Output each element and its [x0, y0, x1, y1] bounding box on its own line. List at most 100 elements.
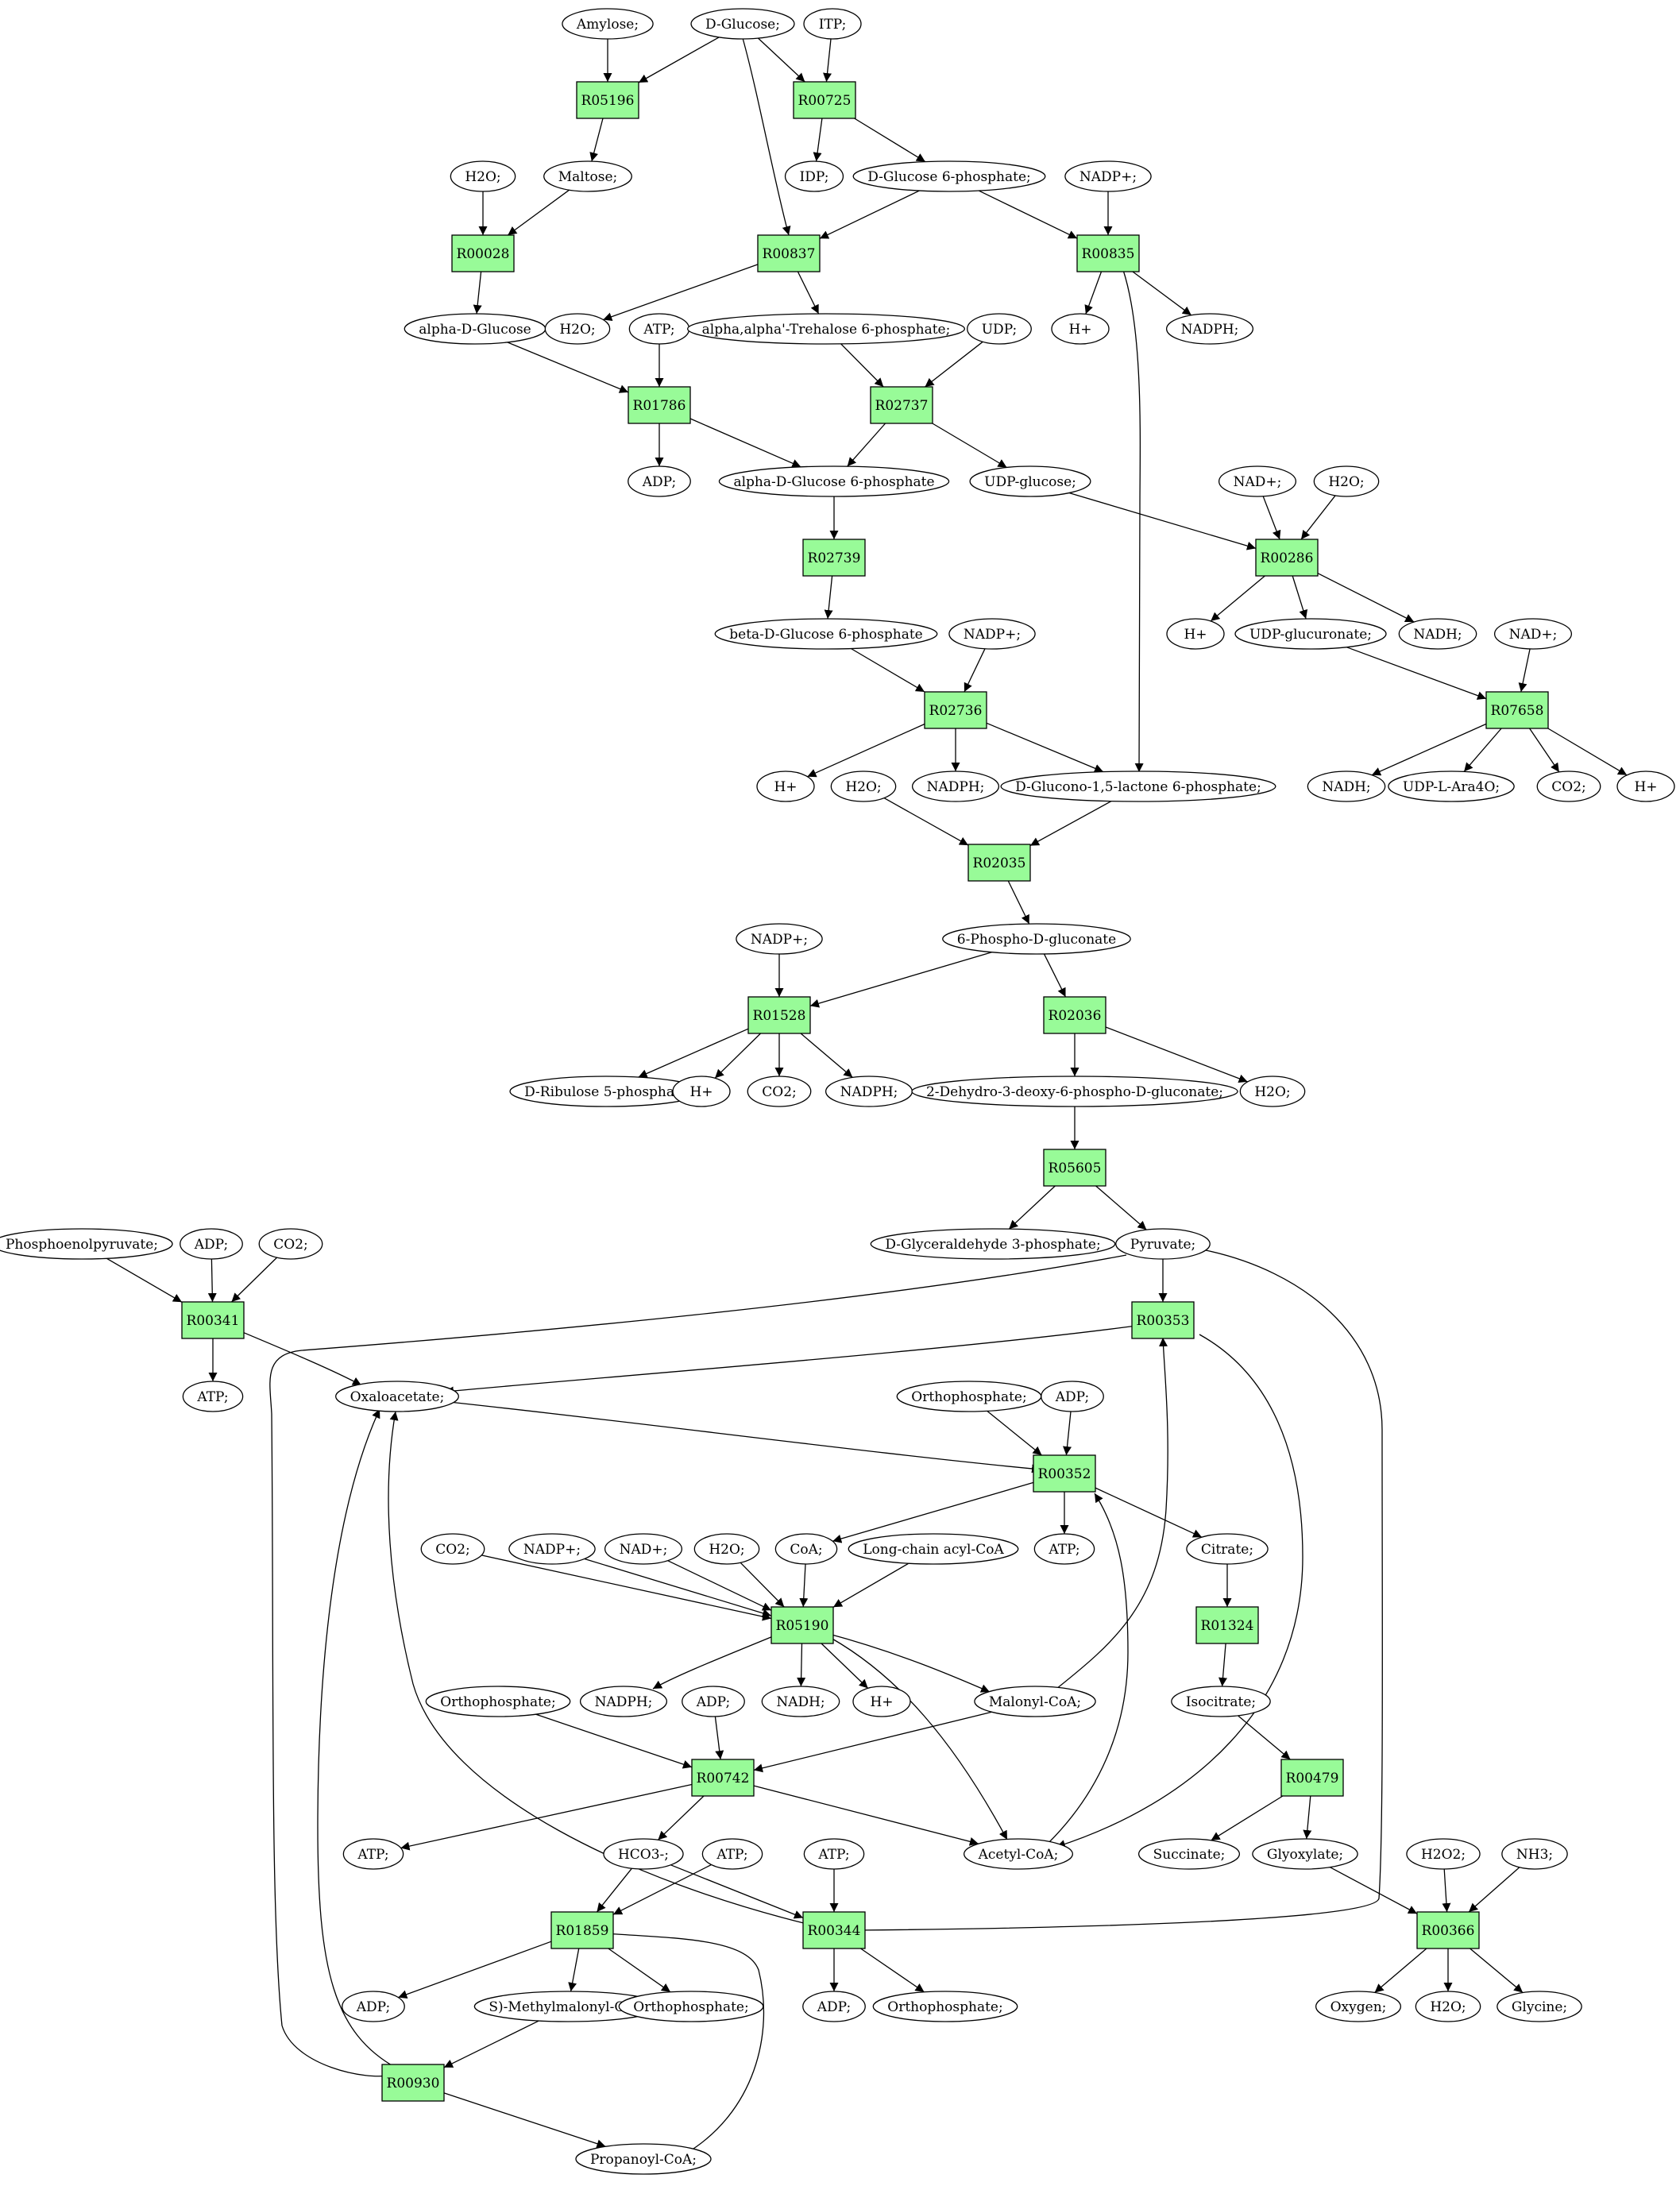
metabolite-ellipse	[1000, 771, 1276, 802]
node-label: H2O;	[845, 779, 881, 795]
node-label: H+	[1184, 627, 1207, 643]
metabolite-ellipse	[967, 313, 1032, 345]
metabolite-node-adp_5: ADP;	[342, 1991, 405, 2022]
edge-dglucose-to-r05196	[638, 37, 720, 83]
edge-r05605-to-pyr	[1095, 1185, 1147, 1230]
metabolite-node-nadh_2: NADH;	[1307, 771, 1386, 802]
metabolite-ellipse	[1497, 1991, 1582, 2022]
metabolite-node-udpglc: UDP-glucose;	[969, 465, 1091, 497]
edge-h2o_6-to-r05190	[740, 1562, 785, 1608]
metabolite-ellipse	[693, 1533, 760, 1565]
node-label: Isocitrate;	[1186, 1694, 1256, 1710]
metabolite-ellipse	[1415, 1991, 1481, 2022]
metabolite-ellipse	[1186, 1533, 1269, 1565]
metabolite-node-h2o_5: H2O;	[1239, 1076, 1306, 1107]
node-label: Glyoxylate;	[1267, 1847, 1343, 1863]
metabolite-ellipse	[618, 1991, 764, 2022]
edge-r01786-to-ag6p	[689, 418, 801, 468]
edge-h2o2-to-r00366	[1442, 1868, 1451, 1913]
node-label: UDP-glucuronate;	[1249, 627, 1372, 643]
node-label: R00353	[1137, 1313, 1190, 1329]
edge-aglc-to-r01786	[507, 342, 629, 393]
metabolite-ellipse	[830, 771, 897, 802]
edge-itp-to-r00725	[823, 38, 832, 83]
metabolite-node-pi_4: Orthophosphate;	[872, 1991, 1018, 2022]
metabolite-ellipse	[848, 1533, 1019, 1565]
edge-r02737-to-ag6p	[847, 423, 886, 467]
edge-accoa-to-r00352	[1048, 1493, 1129, 1844]
node-label: ATP;	[643, 322, 674, 338]
metabolite-ellipse	[575, 2143, 712, 2175]
node-label: R05605	[1049, 1161, 1102, 1176]
metabolite-ellipse	[1041, 1381, 1104, 1412]
node-label: R00366	[1422, 1923, 1475, 1939]
reaction-node-r00344: R00344	[802, 1911, 866, 1949]
metabolite-node-h2o_6: H2O;	[693, 1533, 760, 1565]
reaction-box	[1076, 234, 1140, 272]
reaction-box	[451, 234, 515, 272]
node-label: R01528	[753, 1008, 806, 1024]
metabolite-node-o2: Oxygen;	[1315, 1991, 1402, 2022]
edge-adp_4-to-r00742	[714, 1716, 724, 1760]
edge-r00341-to-oaa	[236, 1329, 362, 1386]
node-label: NADPH;	[927, 779, 985, 795]
edge-glcl6p-to-r02035	[1029, 801, 1112, 847]
node-label: Orthophosphate;	[887, 1999, 1002, 2015]
metabolite-node-nadph_2: NADPH;	[911, 771, 1000, 802]
reaction-node-r00725: R00725	[793, 81, 856, 119]
node-label: NADP+;	[751, 932, 808, 948]
edge-r01528-to-nadph_3	[800, 1033, 853, 1078]
metabolite-ellipse	[562, 8, 654, 40]
node-label: Maltose;	[558, 169, 618, 185]
metabolite-node-gly: Glycine;	[1497, 1991, 1582, 2022]
edge-r05190-to-h_6	[821, 1643, 869, 1689]
reaction-box	[691, 1759, 755, 1797]
node-label: R02736	[929, 703, 983, 719]
edge-r05190-to-malcoa	[825, 1632, 991, 1693]
reaction-node-r02737: R02737	[870, 386, 933, 424]
edge-nadp_4-to-r05190	[584, 1558, 772, 1618]
node-label: Acetyl-CoA;	[978, 1847, 1059, 1863]
edge-r02036-to-h2o_5	[1105, 1026, 1248, 1083]
metabolite-ellipse	[718, 465, 950, 497]
metabolite-node-co2_3: CO2;	[258, 1228, 323, 1260]
reaction-node-r00835: R00835	[1076, 234, 1140, 272]
metabolite-ellipse	[1033, 1533, 1095, 1565]
reaction-node-r07658: R07658	[1485, 691, 1549, 729]
node-label: Phosphoenolpyruvate;	[6, 1237, 158, 1253]
edge-r00835-to-h_1	[1084, 271, 1103, 315]
metabolite-node-h_6: H+	[852, 1686, 911, 1717]
node-label: H2O;	[465, 169, 500, 185]
node-label: H+	[1068, 322, 1091, 338]
reaction-node-r00028: R00028	[451, 234, 515, 272]
edge-r00352-to-cit	[1095, 1487, 1203, 1538]
metabolite-node-nadp_3: NADP+;	[736, 923, 823, 955]
reaction-box	[1033, 1454, 1096, 1493]
metabolite-node-cit: Citrate;	[1186, 1533, 1269, 1565]
metabolite-node-nad_3: NAD+;	[604, 1533, 683, 1565]
edge-oaa-to-r00352	[441, 1400, 1041, 1473]
edge-r00286-to-nadh_1	[1317, 573, 1415, 623]
metabolite-node-maltose: Maltose;	[543, 160, 632, 192]
edge-r00352-to-coa	[832, 1481, 1034, 1543]
node-label: R07658	[1491, 703, 1544, 719]
node-label: H2O;	[559, 322, 595, 338]
edge-r01859-to-adp_5	[398, 1941, 552, 1999]
node-label: NADPH;	[595, 1694, 653, 1710]
metabolite-ellipse	[1137, 1838, 1241, 1870]
metabolite-ellipse	[1051, 313, 1110, 345]
edge-malcoa-to-r00742	[753, 1711, 992, 1773]
reaction-box	[793, 81, 856, 119]
node-label: Pyruvate;	[1130, 1237, 1195, 1253]
edge-r01859-to-smmcoa	[568, 1948, 580, 1992]
edge-r00930-to-oaa	[317, 1408, 398, 2069]
metabolite-node-nad_1: NAD+;	[1218, 465, 1297, 497]
metabolite-node-pi_3: Orthophosphate;	[618, 1991, 764, 2022]
reaction-box	[924, 691, 987, 729]
reaction-node-r05190: R05190	[770, 1606, 834, 1644]
metabolite-node-atp_3: ATP;	[1033, 1533, 1095, 1565]
metabolite-node-co2_4: CO2;	[420, 1533, 485, 1565]
edge-r01859-to-pi_3	[608, 1948, 671, 1993]
reaction-node-r01786: R01786	[628, 386, 691, 424]
